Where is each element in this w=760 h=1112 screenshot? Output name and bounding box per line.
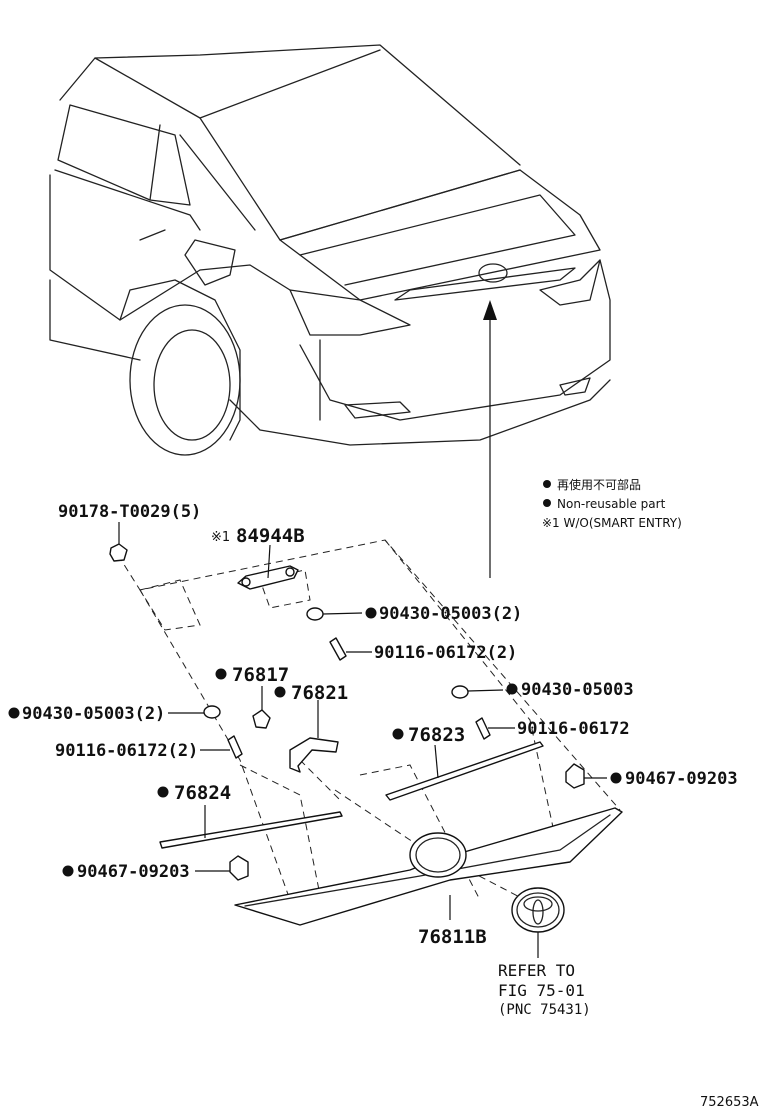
non-reusable-bullet-icon	[215, 668, 227, 680]
assembly-dashed-lines	[117, 539, 621, 906]
non-reusable-bullet-icon	[543, 499, 551, 507]
non-reusable-bullet-icon	[365, 607, 377, 619]
label-90430-mid: 90430-05003	[521, 680, 634, 700]
legend-line-3: ※1 W/O(SMART ENTRY)	[542, 516, 682, 530]
bracket-76821-icon	[289, 700, 339, 773]
non-reusable-bullet-icon	[610, 772, 622, 784]
non-reusable-bullet-icon	[157, 786, 169, 798]
label-90430-upper: 90430-05003(2)	[379, 604, 522, 624]
refer-line-2: FIG 75-01	[498, 981, 585, 1000]
label-76823: 76823	[408, 724, 465, 746]
legend-line-1: 再使用不可部品	[557, 477, 641, 492]
label-76824: 76824	[174, 782, 231, 804]
label-90116-mid: 90116-06172	[517, 719, 630, 739]
washer-icon	[306, 607, 363, 621]
label-90116-upper: 90116-06172(2)	[374, 643, 517, 663]
non-reusable-bullet-icon	[8, 707, 20, 719]
cover-bracket-84944b-icon	[237, 544, 299, 590]
washer-icon	[451, 685, 504, 699]
non-reusable-bullet-icon	[274, 686, 286, 698]
washer-icon	[168, 705, 221, 719]
label-90178: 90178-T0029(5)	[58, 502, 201, 522]
legend: 再使用不可部品 Non-reusable part ※1 W/O(SMART E…	[542, 477, 682, 530]
figure-id: 752653A	[700, 1095, 759, 1110]
car-rear-illustration	[49, 44, 611, 578]
legend-line-2: Non-reusable part	[557, 497, 666, 511]
non-reusable-bullet-icon	[543, 480, 551, 488]
clip-90467-icon	[195, 855, 249, 881]
clip-90467-icon	[565, 763, 607, 789]
label-84944b: 84944B	[236, 525, 305, 547]
label-76821: 76821	[291, 682, 348, 704]
label-note-prefix: ※1	[211, 530, 230, 545]
label-76811b: 76811B	[418, 926, 487, 948]
toyota-emblem-icon	[511, 887, 565, 958]
molding-76824-icon	[159, 805, 343, 849]
molding-76823-icon	[385, 741, 544, 801]
garnish-76811b-icon	[234, 807, 623, 926]
clip-76817-icon	[252, 686, 271, 729]
non-reusable-bullet-icon	[62, 865, 74, 877]
bolt-icon	[475, 717, 515, 740]
refer-line-1: REFER TO	[498, 961, 575, 980]
non-reusable-bullet-icon	[506, 683, 518, 695]
bolt-icon	[200, 735, 243, 759]
bolt-icon	[329, 637, 372, 661]
label-90116-left: 90116-06172(2)	[55, 741, 198, 761]
label-76817: 76817	[232, 664, 289, 686]
non-reusable-bullet-icon	[392, 728, 404, 740]
label-90467-right: 90467-09203	[625, 769, 738, 789]
refer-line-3: (PNC 75431)	[498, 1002, 591, 1018]
label-90430-left: 90430-05003(2)	[22, 704, 165, 724]
clip-90178-icon	[109, 522, 128, 562]
label-90467-left: 90467-09203	[77, 862, 190, 882]
